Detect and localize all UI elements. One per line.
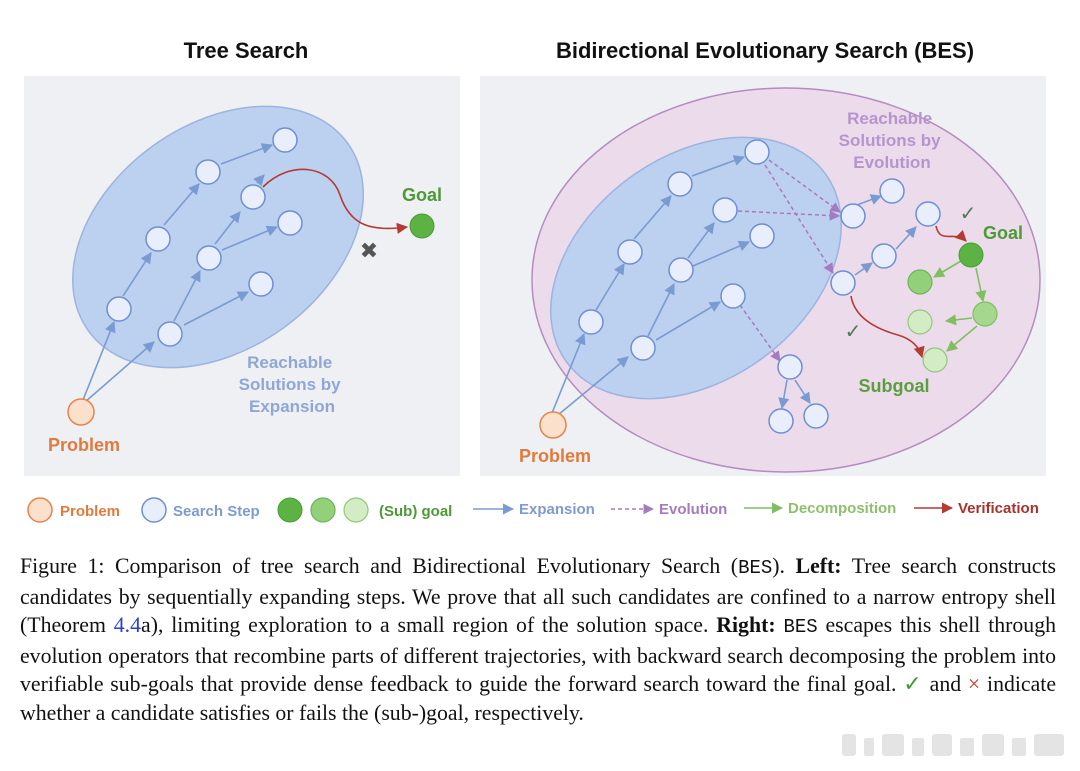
search-step-node [630,335,656,361]
goal-check-mark: ✓ [960,201,977,225]
legend-goal-swatch-2 [310,497,336,523]
subgoal-node [907,309,933,335]
subgoal-label: Subgoal [859,376,930,396]
right-decomposition-edges [933,260,987,352]
left-problem-label: Problem [48,435,120,455]
search-step-node [749,223,775,249]
subgoal-node [907,269,933,295]
legend-expansion-label: Expansion [519,501,595,518]
legend-problem-label: Problem [60,503,120,520]
figure-caption: Figure 1: Comparison of tree search and … [20,554,1057,725]
search-step-node [195,159,221,185]
search-step-node [157,321,183,347]
expansion-region-right [550,136,842,400]
subgoal-node [922,347,948,373]
search-step-node [803,403,829,429]
legend: Problem Search Step (Sub) goal Expansion… [27,497,1039,523]
right-panel-title: Bidirectional Evolutionary Search (BES) [556,38,974,63]
search-step-node [106,296,132,322]
theorem-reference-link[interactable]: 4.4 [113,613,142,638]
goal-node [958,242,984,268]
search-step-node [667,171,693,197]
left-bold: Left: [795,554,842,578]
bes-abbrev: BES [738,557,773,579]
search-step-node [720,283,746,309]
search-step-node [240,184,266,210]
check-icon: ✓ [903,672,923,697]
comparison-diagram: Tree Search Bidirectional Evolutionary S… [24,38,1046,523]
right-subgoal-nodes [907,242,998,373]
search-step-node [617,239,643,265]
search-step-node [879,178,905,204]
search-step-node [712,197,738,223]
search-step-node [871,243,897,269]
left-verification-edge [262,168,409,234]
left-search-steps [106,127,303,347]
left-goal-label: Goal [402,185,442,205]
legend-evolution-label: Evolution [659,501,727,518]
search-step-node [145,226,171,252]
right-region-label: Reachable Solutions by Evolution [839,109,946,172]
left-fail-mark: ✖ [360,239,378,264]
search-step-node [272,127,298,153]
left-problem-node [67,398,95,426]
left-panel-title: Tree Search [184,38,309,63]
search-step-node [196,245,222,271]
search-step-node [768,408,794,434]
right-panel: Reachable Solutions by Evolution [480,76,1046,476]
right-bold: Right: [716,613,776,638]
legend-subgoal-label: (Sub) goal [379,503,452,520]
watermark-logo [842,734,1064,756]
search-step-node [830,270,856,296]
legend-search-step-label: Search Step [173,503,260,520]
figure-label: Figure 1: [20,554,105,578]
right-problem-node [539,411,567,439]
legend-goal-swatch-1 [277,497,303,523]
legend-verification-label: Verification [958,500,1039,517]
search-step-node [277,210,303,236]
legend-decomposition-label: Decomposition [788,500,896,517]
left-region-label: Reachable Solutions by Expansion [239,353,346,416]
legend-search-step-swatch [141,497,167,523]
bes-abbrev: BES [783,616,818,639]
right-expansion-edges [549,155,917,421]
search-step-node [840,203,866,229]
left-panel: Reachable Solutions by Expansion ✖ [24,76,460,476]
left-goal-node [409,213,435,239]
search-step-node [578,309,604,335]
subgoal-node [972,301,998,327]
search-step-node [248,271,274,297]
search-step-node [777,354,803,380]
right-goal-label: Goal [983,223,1023,243]
search-step-node [915,201,941,227]
left-expansion-edges [82,143,279,403]
right-search-steps [578,139,941,434]
legend-problem-swatch [27,497,53,523]
search-step-node [744,139,770,165]
legend-goal-swatch-3 [343,497,369,523]
right-verification-edges [850,225,967,359]
cross-icon: × [967,672,981,697]
subgoal-check-mark: ✓ [845,319,862,343]
right-evolution-edges [737,159,841,362]
right-problem-label: Problem [519,446,591,466]
search-step-node [668,257,694,283]
